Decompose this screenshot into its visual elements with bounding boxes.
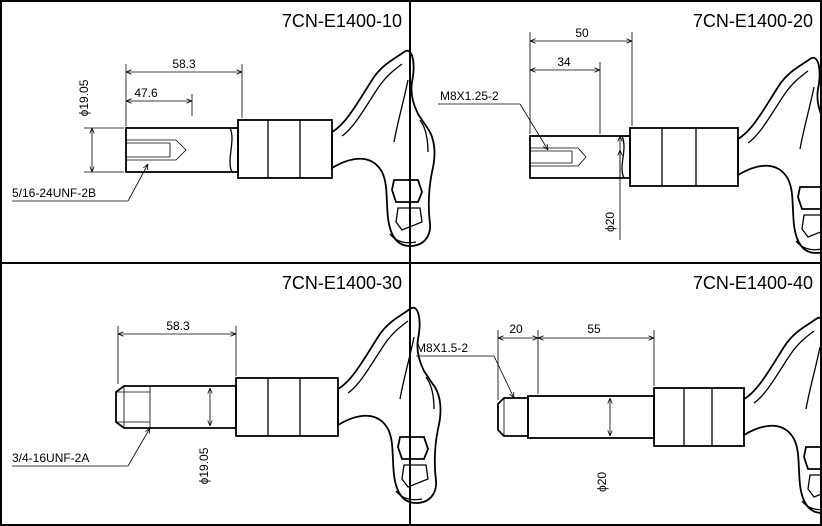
diameter-label: ϕ19.05 (77, 79, 91, 116)
shaft-drawing (115, 306, 442, 504)
thread-callout-label: 5/16-24UNF-2B (12, 186, 96, 200)
shaft-drawing (497, 316, 822, 514)
dimension-label: 50 (575, 26, 589, 40)
thread-callout-label: M8X1.25-2 (440, 89, 499, 103)
diameter-label: ϕ20 (603, 212, 617, 232)
shaft-drawing (529, 56, 822, 254)
diameter-label: ϕ20 (595, 472, 609, 492)
panel-7cn-e1400-20: 7CN-E1400-20 50 34 ϕ20 (438, 11, 822, 254)
dimension-label: 34 (557, 55, 571, 69)
part-number-label: 7CN-E1400-10 (282, 11, 402, 31)
dimension-label: 58.3 (172, 57, 196, 71)
panel-7cn-e1400-30: 7CN-E1400-30 58.3 ϕ19.05 3/4-16UNF-2A (12, 273, 442, 504)
dimension-label: 47.6 (134, 86, 158, 100)
thread-callout-label: M8X1.5-2 (416, 341, 468, 355)
part-number-label: 7CN-E1400-30 (282, 273, 402, 293)
thread-callout-label: 3/4-16UNF-2A (12, 451, 89, 465)
panel-7cn-e1400-40: 7CN-E1400-40 20 55 ϕ20 M8X1.5-2 (416, 273, 822, 514)
diameter-label: ϕ19.05 (197, 447, 211, 484)
part-number-label: 7CN-E1400-20 (693, 11, 813, 31)
dimension-label: 55 (587, 322, 601, 336)
shaft-drawing (125, 49, 436, 247)
part-number-label: 7CN-E1400-40 (693, 273, 813, 293)
dimension-label: 58.3 (166, 319, 190, 333)
panel-7cn-e1400-10: 7CN-E1400-10 58.3 47.6 ϕ19.05 (12, 11, 436, 247)
dimension-label: 20 (509, 322, 523, 336)
